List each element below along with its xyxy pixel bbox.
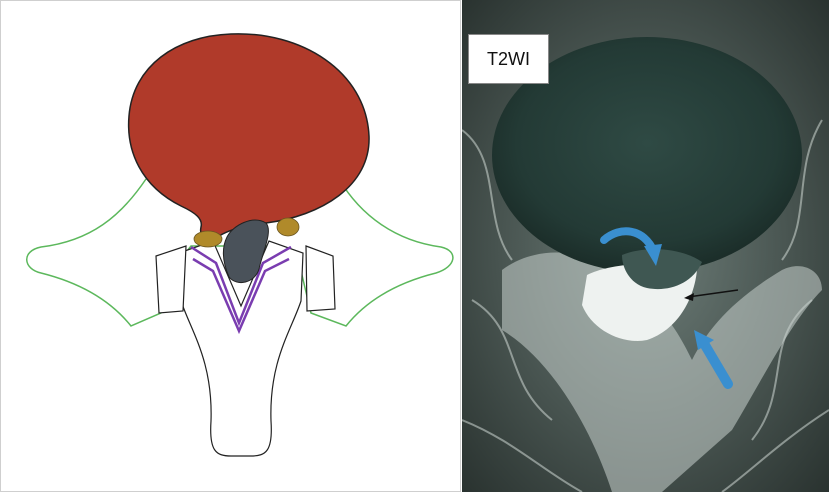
facet-left [194,231,222,247]
lamina-left [156,246,186,313]
mri-panel: T2WI [462,0,829,492]
spine-schematic [1,1,461,492]
lamina-right [306,246,335,311]
vertebral-body [129,34,369,239]
schematic-panel [0,0,461,492]
sequence-label: T2WI [468,34,549,84]
facet-right [277,218,299,236]
